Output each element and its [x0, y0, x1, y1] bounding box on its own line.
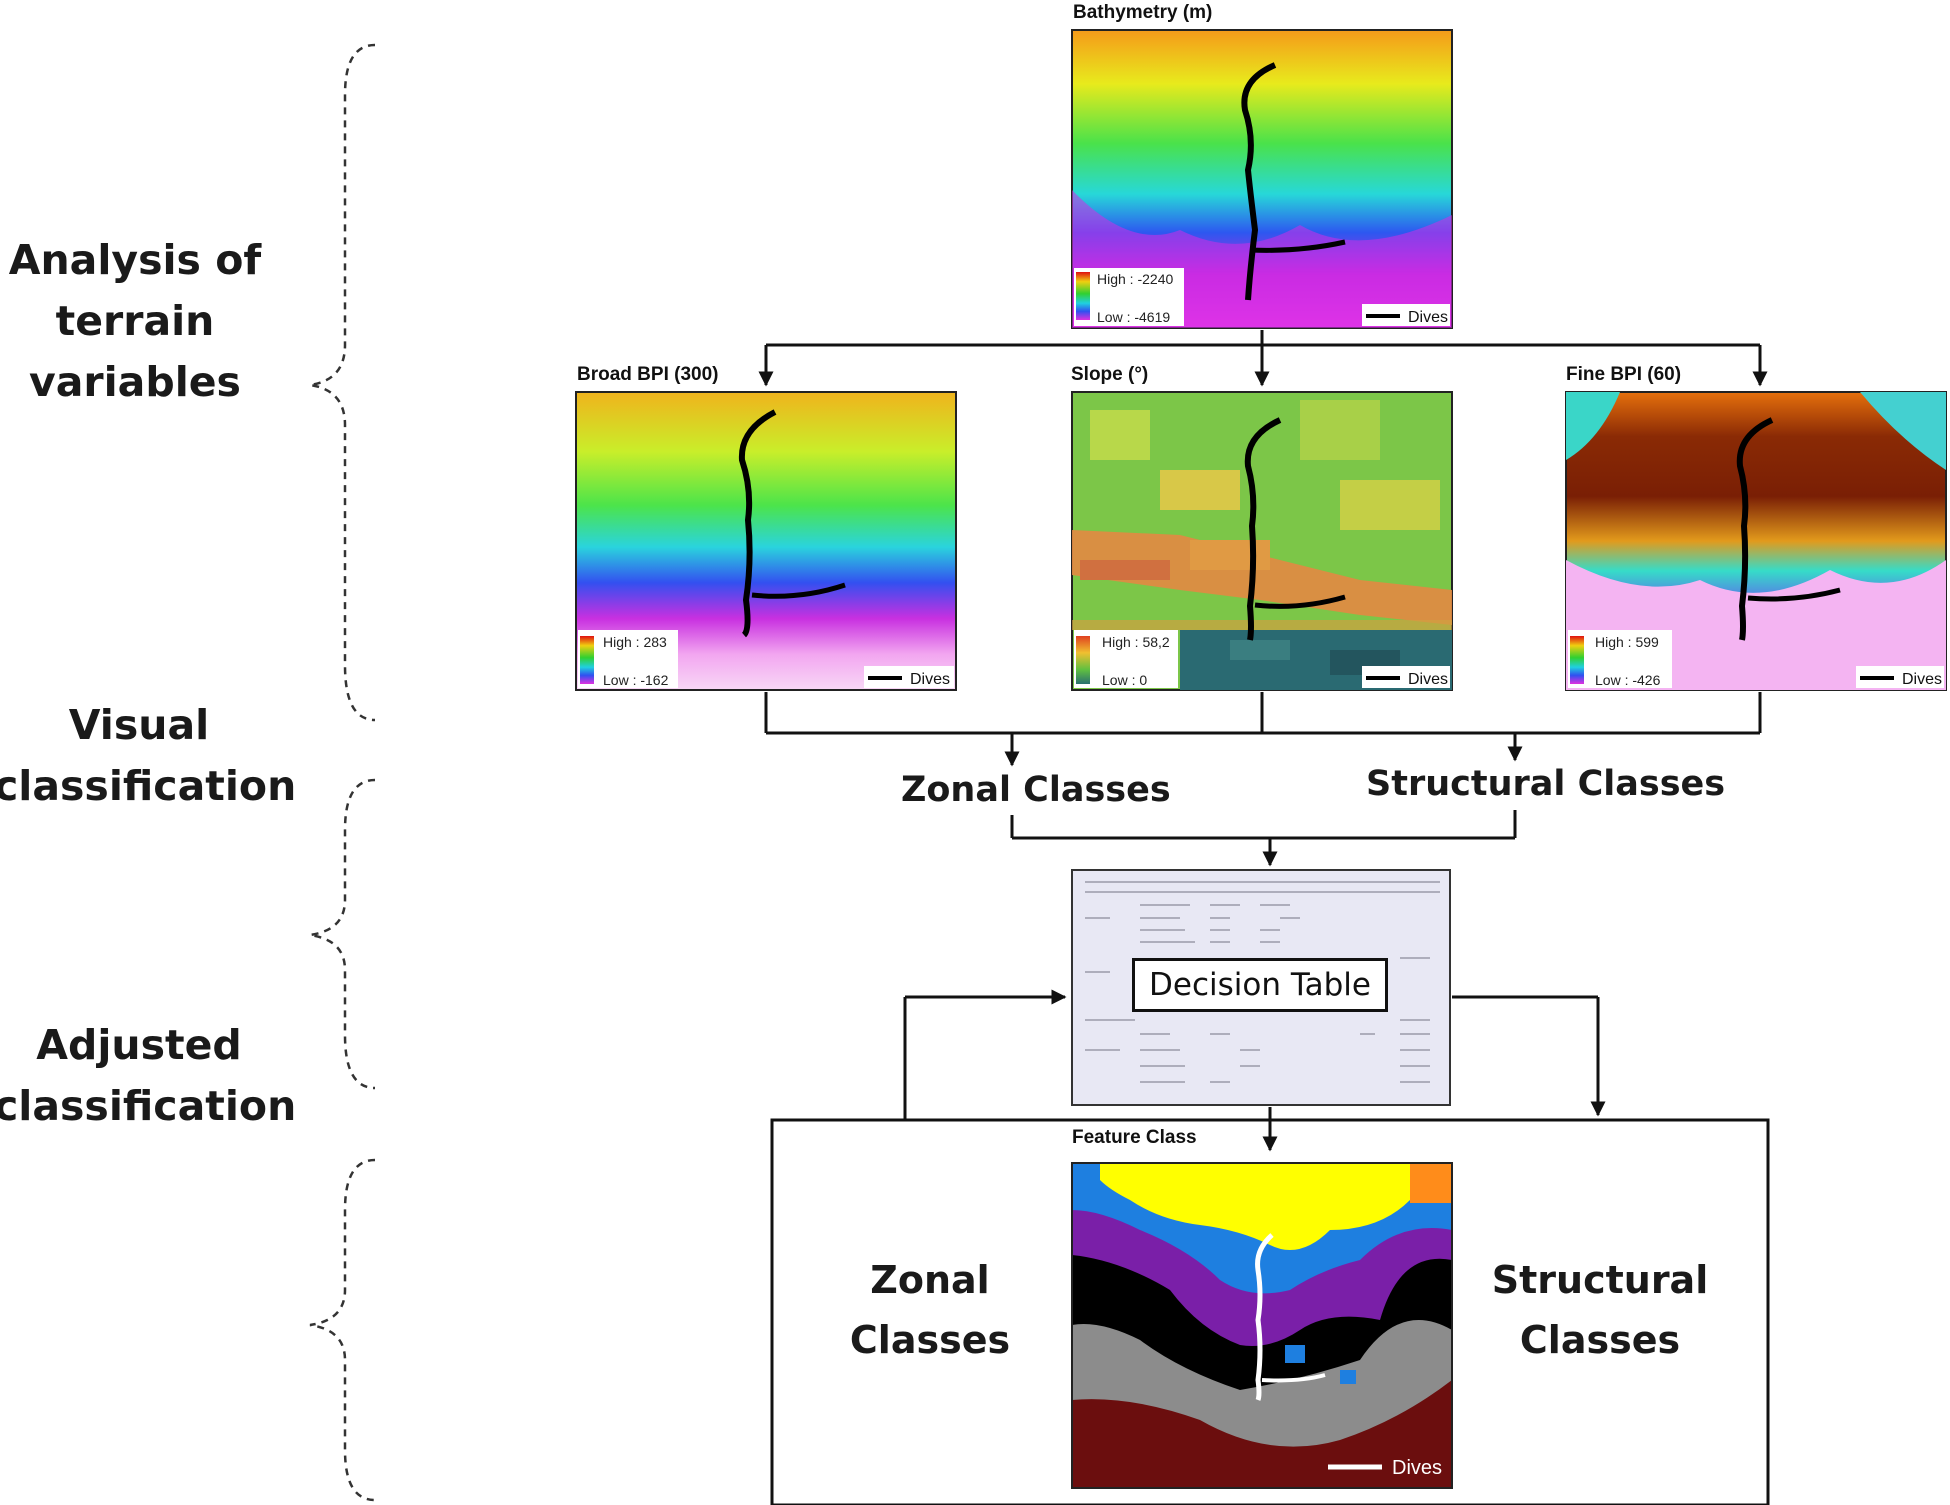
zonal-word-2: Classes [849, 1318, 1011, 1362]
slope-legend-high: High : 58,2 [1102, 634, 1170, 650]
connectors-loop [903, 989, 1606, 1152]
connectors-top [758, 330, 1768, 387]
brace-adjusted [309, 1158, 376, 1502]
bathymetry-title: Bathymetry (m) [1073, 2, 1213, 23]
fine-bpi-legend-low: Low : -426 [1595, 672, 1661, 688]
fine-bpi-legend-high: High : 599 [1595, 634, 1659, 650]
decision-table-label: Decision Table [1132, 958, 1388, 1012]
structural-word-1: Structural [1491, 1258, 1709, 1302]
bathymetry-legend-high: High : -2240 [1097, 271, 1173, 287]
slope-title: Slope (°) [1071, 364, 1149, 385]
fine-bpi-map: High : 599 Low : -426 Dives [1565, 391, 1947, 691]
broad-bpi-legend-low: Low : -162 [603, 672, 669, 688]
connectors-middle [764, 692, 1762, 867]
structural-classes-label: Structural Classes [1366, 764, 1726, 804]
broad-bpi-dives-label: Dives [910, 671, 950, 688]
broad-bpi-title: Broad BPI (300) [577, 364, 719, 385]
fine-bpi-title: Fine BPI (60) [1566, 364, 1682, 385]
feature-class-dives-label: Dives [1392, 1457, 1442, 1479]
bathymetry-map: High : -2240 Low : -4619 Dives [1071, 29, 1453, 329]
zonal-classes-label-bottom: Zonal Classes [820, 1250, 1040, 1370]
zonal-word-1: Zonal [870, 1258, 990, 1302]
feature-class-map: Dives [1071, 1162, 1453, 1489]
structural-word-2: Classes [1519, 1318, 1681, 1362]
broad-bpi-map: High : 283 Low : -162 Dives [575, 391, 957, 691]
stage-label-adjusted: Adjusted classification [0, 1021, 297, 1130]
structural-classes-label-bottom: Structural Classes [1470, 1250, 1730, 1370]
brace-analysis [309, 43, 376, 722]
brace-visual [309, 778, 376, 1090]
feature-class-title: Feature Class [1072, 1127, 1197, 1148]
slope-dives-label: Dives [1408, 671, 1448, 688]
fine-bpi-dives-label: Dives [1902, 671, 1942, 688]
zonal-classes-label: Zonal Classes [901, 770, 1171, 810]
bathymetry-legend-low: Low : -4619 [1097, 309, 1170, 325]
slope-map: High : 58,2 Low : 0 Dives [1071, 391, 1453, 691]
broad-bpi-legend-high: High : 283 [603, 634, 667, 650]
stage-label-analysis: Analysis of terrain variables [8, 236, 262, 406]
slope-legend-low: Low : 0 [1102, 672, 1147, 688]
stage-label-visual: Visual classification [0, 701, 297, 810]
bathymetry-dives-label: Dives [1408, 309, 1448, 326]
